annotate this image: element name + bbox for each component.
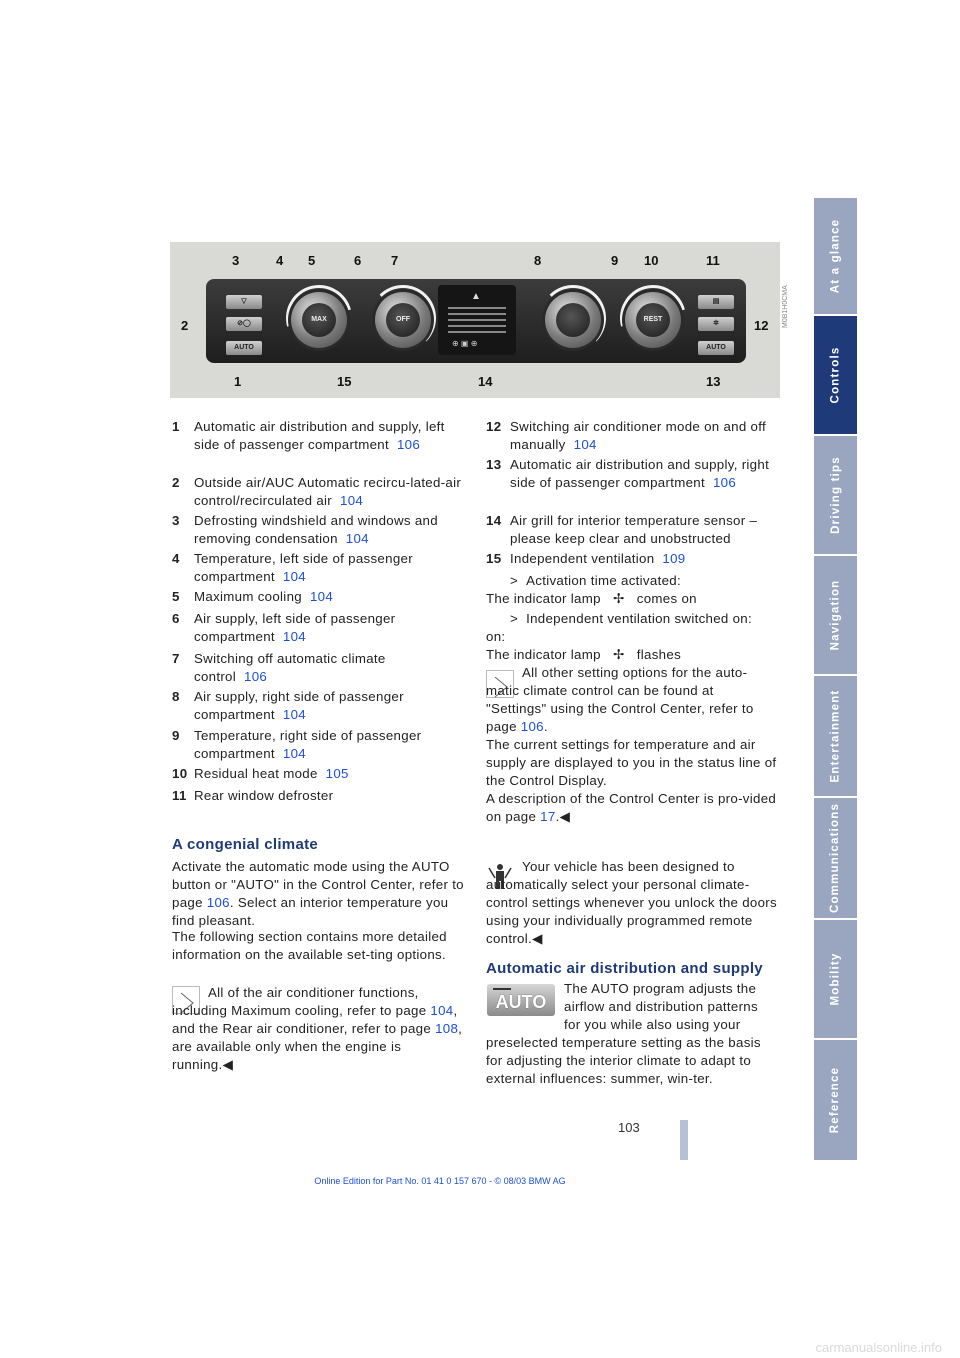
note-icon xyxy=(486,670,514,698)
page-ref[interactable]: 17 xyxy=(540,809,556,824)
tab-at-a-glance[interactable]: At a glance xyxy=(814,198,857,316)
lock-icon: ⊕ ▣ ⊕ xyxy=(452,339,478,348)
page-ref[interactable]: 109 xyxy=(662,551,686,566)
section1-paragraph-1: Activate the automatic mode using the AU… xyxy=(172,859,464,928)
tab-driving-tips[interactable]: Driving tips xyxy=(814,436,857,556)
bullet-1: >Activation time activated: The indicato… xyxy=(486,573,697,606)
legend-item-13: 13 Automatic air distribution and supply… xyxy=(486,457,770,490)
page-ref[interactable]: 104 xyxy=(309,589,334,604)
page-number: 103 xyxy=(618,1120,640,1135)
hazard-icon: ▲ xyxy=(471,291,481,302)
personal-profile-icon xyxy=(486,862,514,890)
climate-control-panel-figure: ▽ ⊘◯ AUTO MAX OFF ▲ ⊕ ▣ ⊕ REST ▤ ✲ AUTO … xyxy=(170,242,780,398)
bullet-2-line2: The indicator lamp✢flashes xyxy=(486,647,682,662)
tab-entertainment[interactable]: Entertainment xyxy=(814,676,857,798)
page-ref[interactable]: 108 xyxy=(435,1021,459,1036)
page-ref[interactable]: 106 xyxy=(244,669,268,684)
legend-item-6: 6 Air supply, left side of passenger com… xyxy=(172,611,396,644)
legend-item-9: 9 Temperature, right side of passenger c… xyxy=(172,728,422,761)
callout-14: 14 xyxy=(478,374,493,389)
legend-item-11: 11 Rear window defroster xyxy=(172,788,334,803)
note-personal-settings: Your vehicle has been designed to automa… xyxy=(486,859,777,946)
section1-paragraph-2: The following section contains more deta… xyxy=(172,929,447,962)
auto-button-image: AUTO xyxy=(487,984,555,1016)
callout-10: 10 xyxy=(644,253,659,268)
page-ref[interactable]: 104 xyxy=(282,707,306,722)
page-ref[interactable]: 106 xyxy=(396,437,421,452)
note-icon xyxy=(172,986,200,1014)
tab-controls[interactable]: Controls xyxy=(814,316,857,436)
legend-item-7: 7 Switching off automatic climate contro… xyxy=(172,651,386,684)
callout-5: 5 xyxy=(308,253,316,268)
tab-communications[interactable]: Communications xyxy=(814,798,857,920)
fan-indicator-icon: ✢ xyxy=(613,591,625,606)
arc-left-air xyxy=(370,285,436,351)
tab-reference[interactable]: Reference xyxy=(814,1040,857,1160)
temperature-right-knob: REST xyxy=(625,292,681,348)
air-grill-sensor: ▲ ⊕ ▣ ⊕ xyxy=(438,285,516,355)
callout-11: 11 xyxy=(706,253,720,268)
page-ref[interactable]: 106 xyxy=(206,895,230,910)
panel-body: ▽ ⊘◯ AUTO MAX OFF ▲ ⊕ ▣ ⊕ REST ▤ ✲ AUTO xyxy=(206,272,746,364)
air-supply-left-knob: OFF xyxy=(375,292,431,348)
page-ref[interactable]: 105 xyxy=(325,766,349,781)
figure-code: M0B1H0CMA xyxy=(782,285,789,328)
page-ref[interactable]: 104 xyxy=(282,629,306,644)
rear-defrost-button: ▤ xyxy=(698,295,734,309)
legend-item-12: 12 Switching air conditioner mode on and… xyxy=(486,419,766,452)
page-ref[interactable]: 104 xyxy=(340,493,364,508)
defrost-button: ▽ xyxy=(226,295,262,309)
legend-item-1: 1 Automatic air distribution and supply,… xyxy=(172,419,445,452)
auto-left-button: AUTO xyxy=(226,341,262,355)
callout-3: 3 xyxy=(232,253,240,268)
legend-item-3: 3 Defrosting windshield and windows and … xyxy=(172,513,438,546)
tab-navigation[interactable]: Navigation xyxy=(814,556,857,676)
chapter-sidebar: At a glance Controls Driving tips Naviga… xyxy=(814,198,857,1160)
callout-15: 15 xyxy=(337,374,352,389)
page-ref[interactable]: 106 xyxy=(520,719,544,734)
callout-12: 12 xyxy=(754,318,769,333)
page-ref[interactable]: 104 xyxy=(430,1003,454,1018)
callout-2: 2 xyxy=(181,318,189,333)
recirculation-button: ⊘◯ xyxy=(226,317,262,331)
callout-7: 7 xyxy=(391,253,399,268)
auto-right-button: AUTO xyxy=(698,341,734,355)
bullet-2: >Independent ventilation switched on: xyxy=(510,611,752,626)
callout-8: 8 xyxy=(534,253,542,268)
callout-9: 9 xyxy=(611,253,619,268)
note-settings: All other setting options for the auto-m… xyxy=(486,665,777,824)
callout-13: 13 xyxy=(706,374,721,389)
watermark: carmanualsonline.info xyxy=(815,1340,942,1355)
air-supply-right-knob xyxy=(545,292,601,348)
page-ref[interactable]: 104 xyxy=(345,531,369,546)
legend-item-14: 14 Air grill for interior temperature se… xyxy=(486,513,758,546)
callout-4: 4 xyxy=(276,253,284,268)
legend-item-4: 4 Temperature, left side of passenger co… xyxy=(172,551,413,584)
section-heading: Automatic air distribution and supply xyxy=(486,960,763,977)
temperature-left-knob: MAX xyxy=(291,292,347,348)
section2-paragraph: The AUTO program adjusts the airflow and… xyxy=(486,981,761,1086)
section-heading: A congenial climate xyxy=(172,836,319,853)
tab-mobility[interactable]: Mobility xyxy=(814,920,857,1040)
legend-item-8: 8 Air supply, right side of passenger co… xyxy=(172,689,404,722)
bullet-2-on: on: xyxy=(486,629,506,644)
arc-right-air xyxy=(540,285,606,351)
page-ref[interactable]: 104 xyxy=(573,437,597,452)
ac-button: ✲ xyxy=(698,317,734,331)
callout-1: 1 xyxy=(234,374,242,389)
page-number-bar xyxy=(680,1120,688,1160)
page-ref[interactable]: 104 xyxy=(282,746,306,761)
page-ref[interactable]: 104 xyxy=(282,569,306,584)
callout-6: 6 xyxy=(354,253,362,268)
page-ref[interactable]: 106 xyxy=(712,475,737,490)
footer: Online Edition for Part No. 01 41 0 157 … xyxy=(314,1176,566,1186)
legend-item-2: 2 Outside air/AUC Automatic recircu-late… xyxy=(172,475,462,508)
fan-indicator-icon: ✢ xyxy=(613,647,625,662)
note-engine-running: All of the air conditioner functions, in… xyxy=(172,985,463,1072)
